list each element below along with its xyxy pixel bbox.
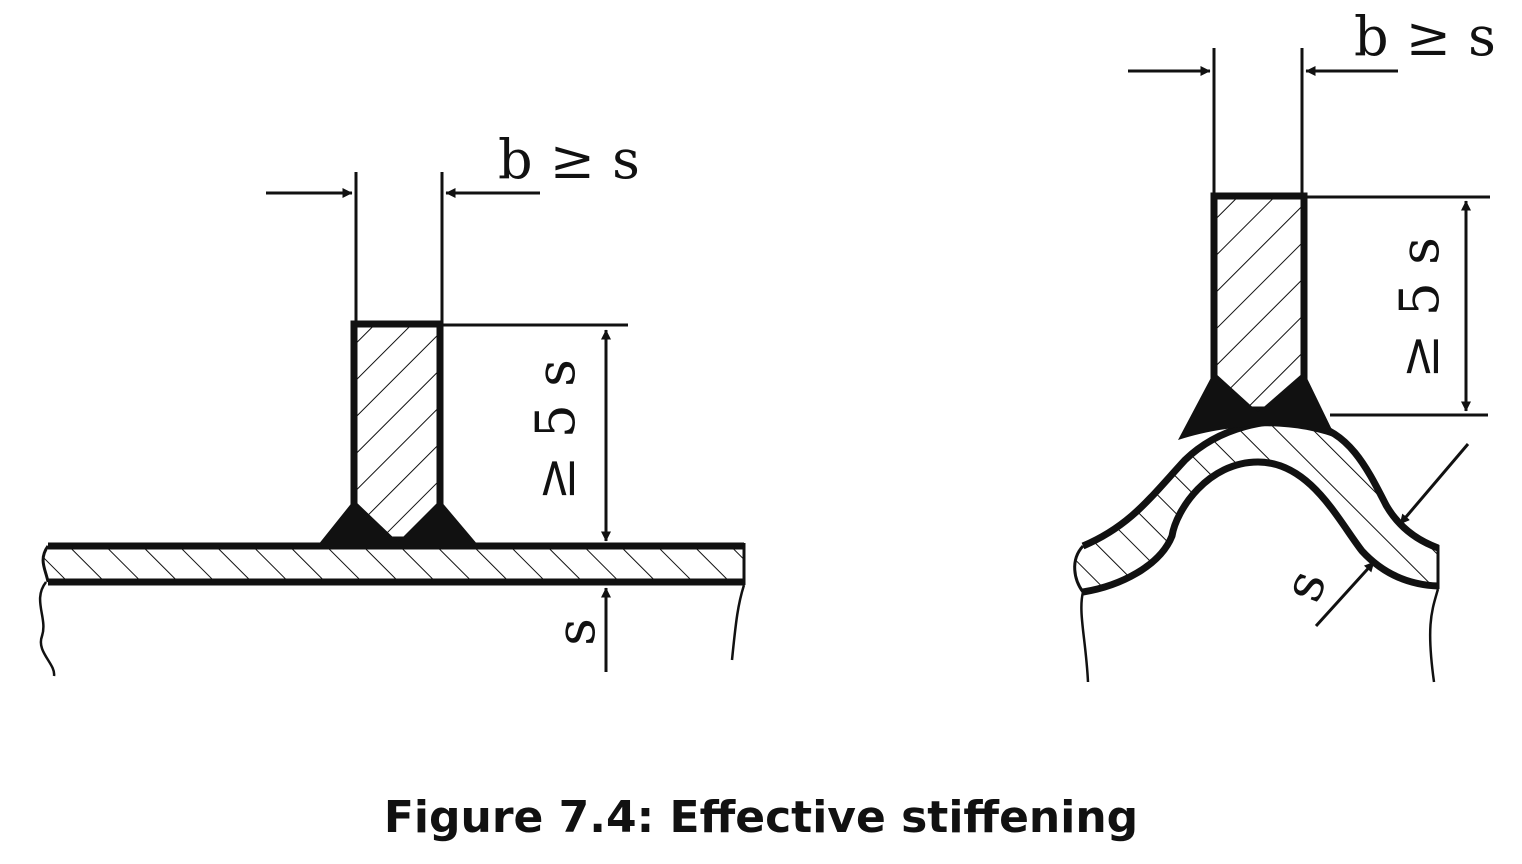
right-detail: b ≥ s ≥ 5 s s bbox=[1073, 5, 1496, 683]
right-width-label: b ≥ s bbox=[1354, 5, 1496, 68]
left-detail: b ≥ s ≥ 5 s s bbox=[38, 128, 746, 677]
stiffening-figure: b ≥ s ≥ 5 s s b ≥ s ≥ 5 s s bbox=[38, 5, 1496, 683]
right-thickness-label: s bbox=[1270, 562, 1339, 610]
left-stiffener bbox=[350, 320, 444, 544]
left-plate bbox=[38, 542, 746, 677]
right-stiffener bbox=[1210, 192, 1308, 414]
right-weld bbox=[1178, 372, 1336, 440]
right-height-label: ≥ 5 s bbox=[1388, 237, 1451, 379]
left-weld bbox=[318, 500, 478, 545]
right-shell bbox=[1075, 421, 1438, 592]
left-height-label: ≥ 5 s bbox=[524, 359, 587, 501]
figure-caption: Figure 7.4: Effective stiffening bbox=[383, 792, 1139, 843]
left-thickness-label: s bbox=[544, 618, 607, 646]
left-width-label: b ≥ s bbox=[498, 128, 640, 191]
